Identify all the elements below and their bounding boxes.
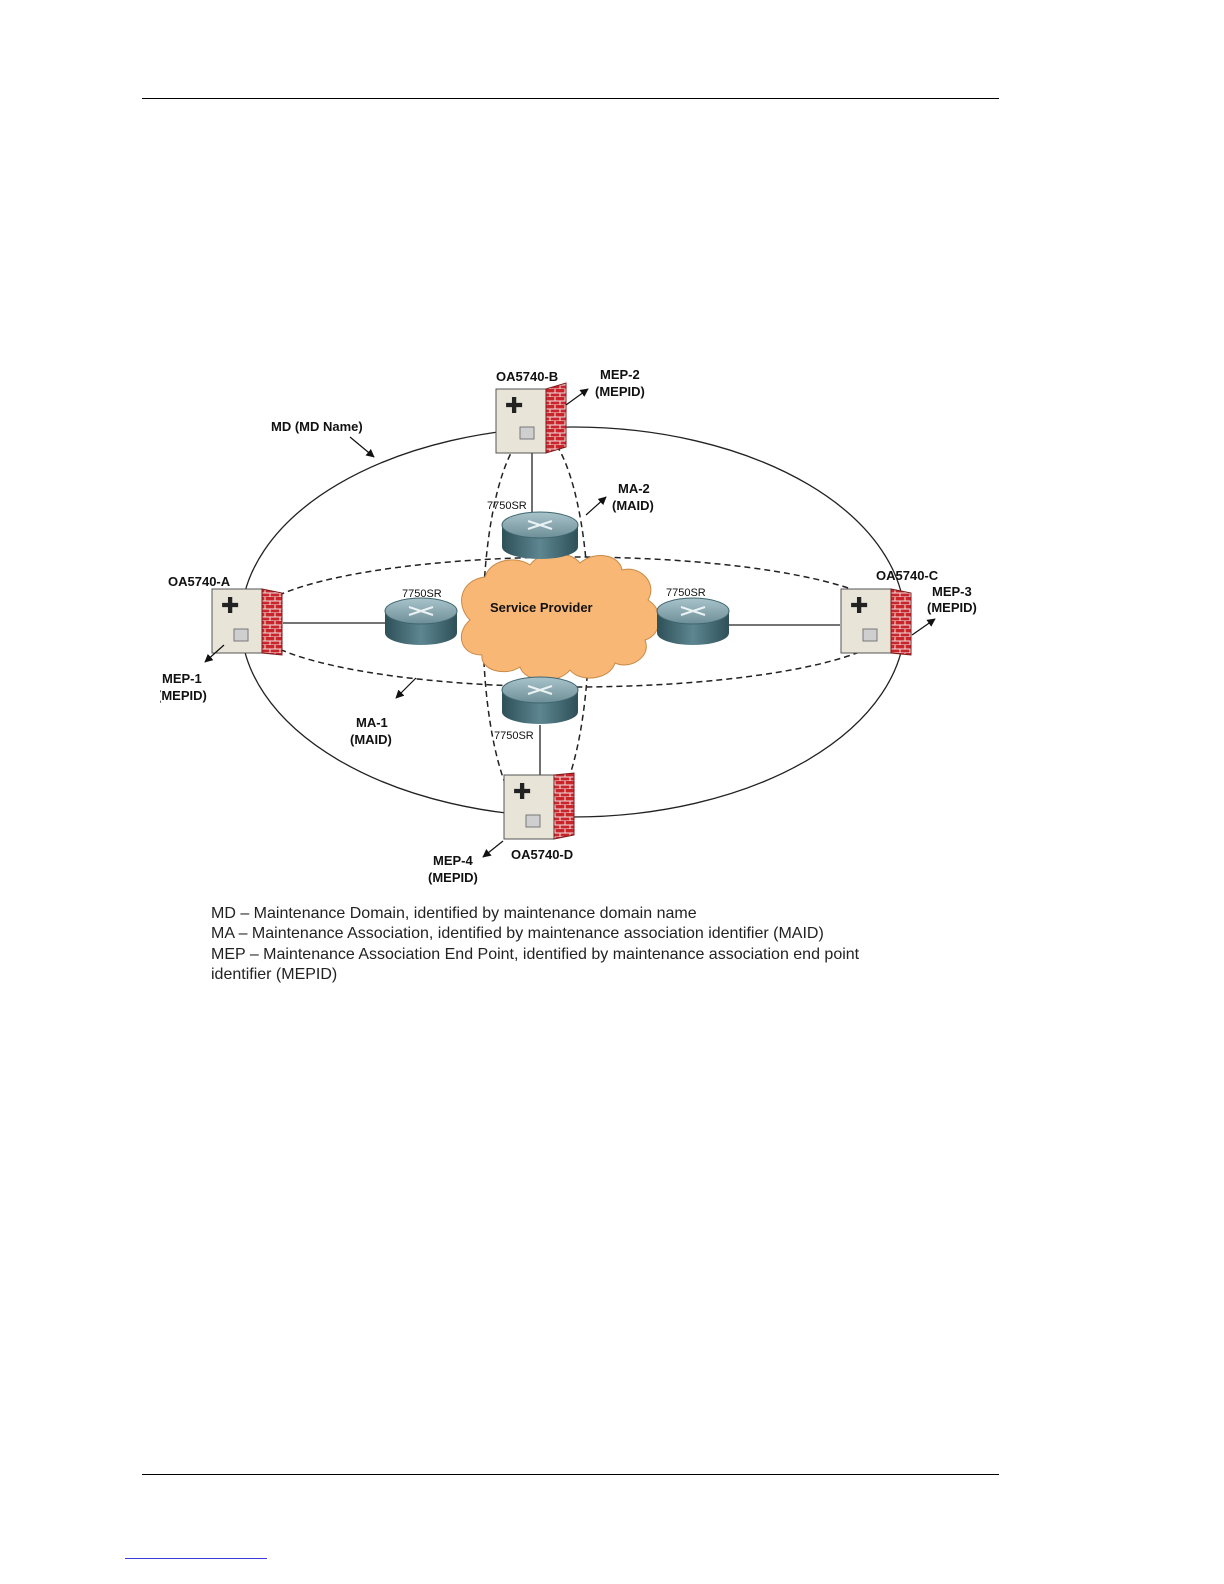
switch-c-label: OA5740-C [876,568,939,583]
router-top-label: 7750SR [487,500,527,512]
router-left: 7750SR [384,588,458,645]
footer-link-underline[interactable] [125,1558,267,1559]
ma1-id-label: (MAID) [350,732,392,747]
mep1-arrow [204,644,225,663]
router-bottom-label: 7750SR [494,730,534,742]
svg-text:✚: ✚ [505,394,523,419]
router-right: 7750SR [656,587,730,645]
switch-d-label: OA5740-D [511,847,573,862]
legend-line-md: MD – Maintenance Domain, identified by m… [211,905,697,922]
switch-a: ✚ OA5740-A [168,574,283,656]
mep4-arrow [482,840,504,858]
cfm-diagram-figure: Service Provider 7750SR 7750SR 7750SR 77… [160,365,985,985]
svg-text:✚: ✚ [221,594,239,619]
switch-d: ✚ OA5740-D [503,772,575,862]
mep2-label: MEP-2 [600,367,640,382]
legend: MD – Maintenance Domain, identified by m… [211,905,860,983]
mep2-id-label: (MEPID) [595,384,645,399]
md-label: MD (MD Name) [271,419,363,434]
legend-line-mepid: identifier (MEPID) [211,966,337,983]
switch-b: ✚ OA5740-B [495,369,567,454]
legend-line-ma: MA – Maintenance Association, identified… [211,925,824,942]
cloud-label: Service Provider [490,600,593,615]
ma2-arrow [585,496,607,516]
ma2-label: MA-2 [618,481,650,496]
switch-c: ✚ OA5740-C [840,568,939,656]
svg-text:✚: ✚ [850,594,868,619]
service-provider-cloud: Service Provider [461,553,660,681]
header-rule [142,98,999,99]
mep4-label: MEP-4 [433,853,474,868]
router-bottom: 7750SR [494,676,579,742]
mep3-id-label: (MEPID) [927,600,977,615]
legend-line-mep: MEP – Maintenance Association End Point,… [211,946,860,963]
mep4-id-label: (MEPID) [428,870,478,885]
mep3-label: MEP-3 [932,584,972,599]
mep3-arrow [911,618,936,636]
router-left-label: 7750SR [402,588,442,600]
footer-rule [142,1474,999,1475]
mep1-label: MEP-1 [162,671,202,686]
ma2-id-label: (MAID) [612,498,654,513]
mep1-id-label: (MEPID) [160,688,207,703]
ma1-arrow [395,677,417,699]
router-top: 7750SR [487,500,579,559]
ma1-label: MA-1 [356,715,388,730]
md-arrow [349,436,375,458]
mep2-arrow [565,388,589,406]
router-right-label: 7750SR [666,587,706,599]
switch-a-label: OA5740-A [168,574,231,589]
switch-b-label: OA5740-B [496,369,558,384]
cfm-diagram: Service Provider 7750SR 7750SR 7750SR 77… [160,367,977,983]
svg-text:✚: ✚ [513,780,531,805]
